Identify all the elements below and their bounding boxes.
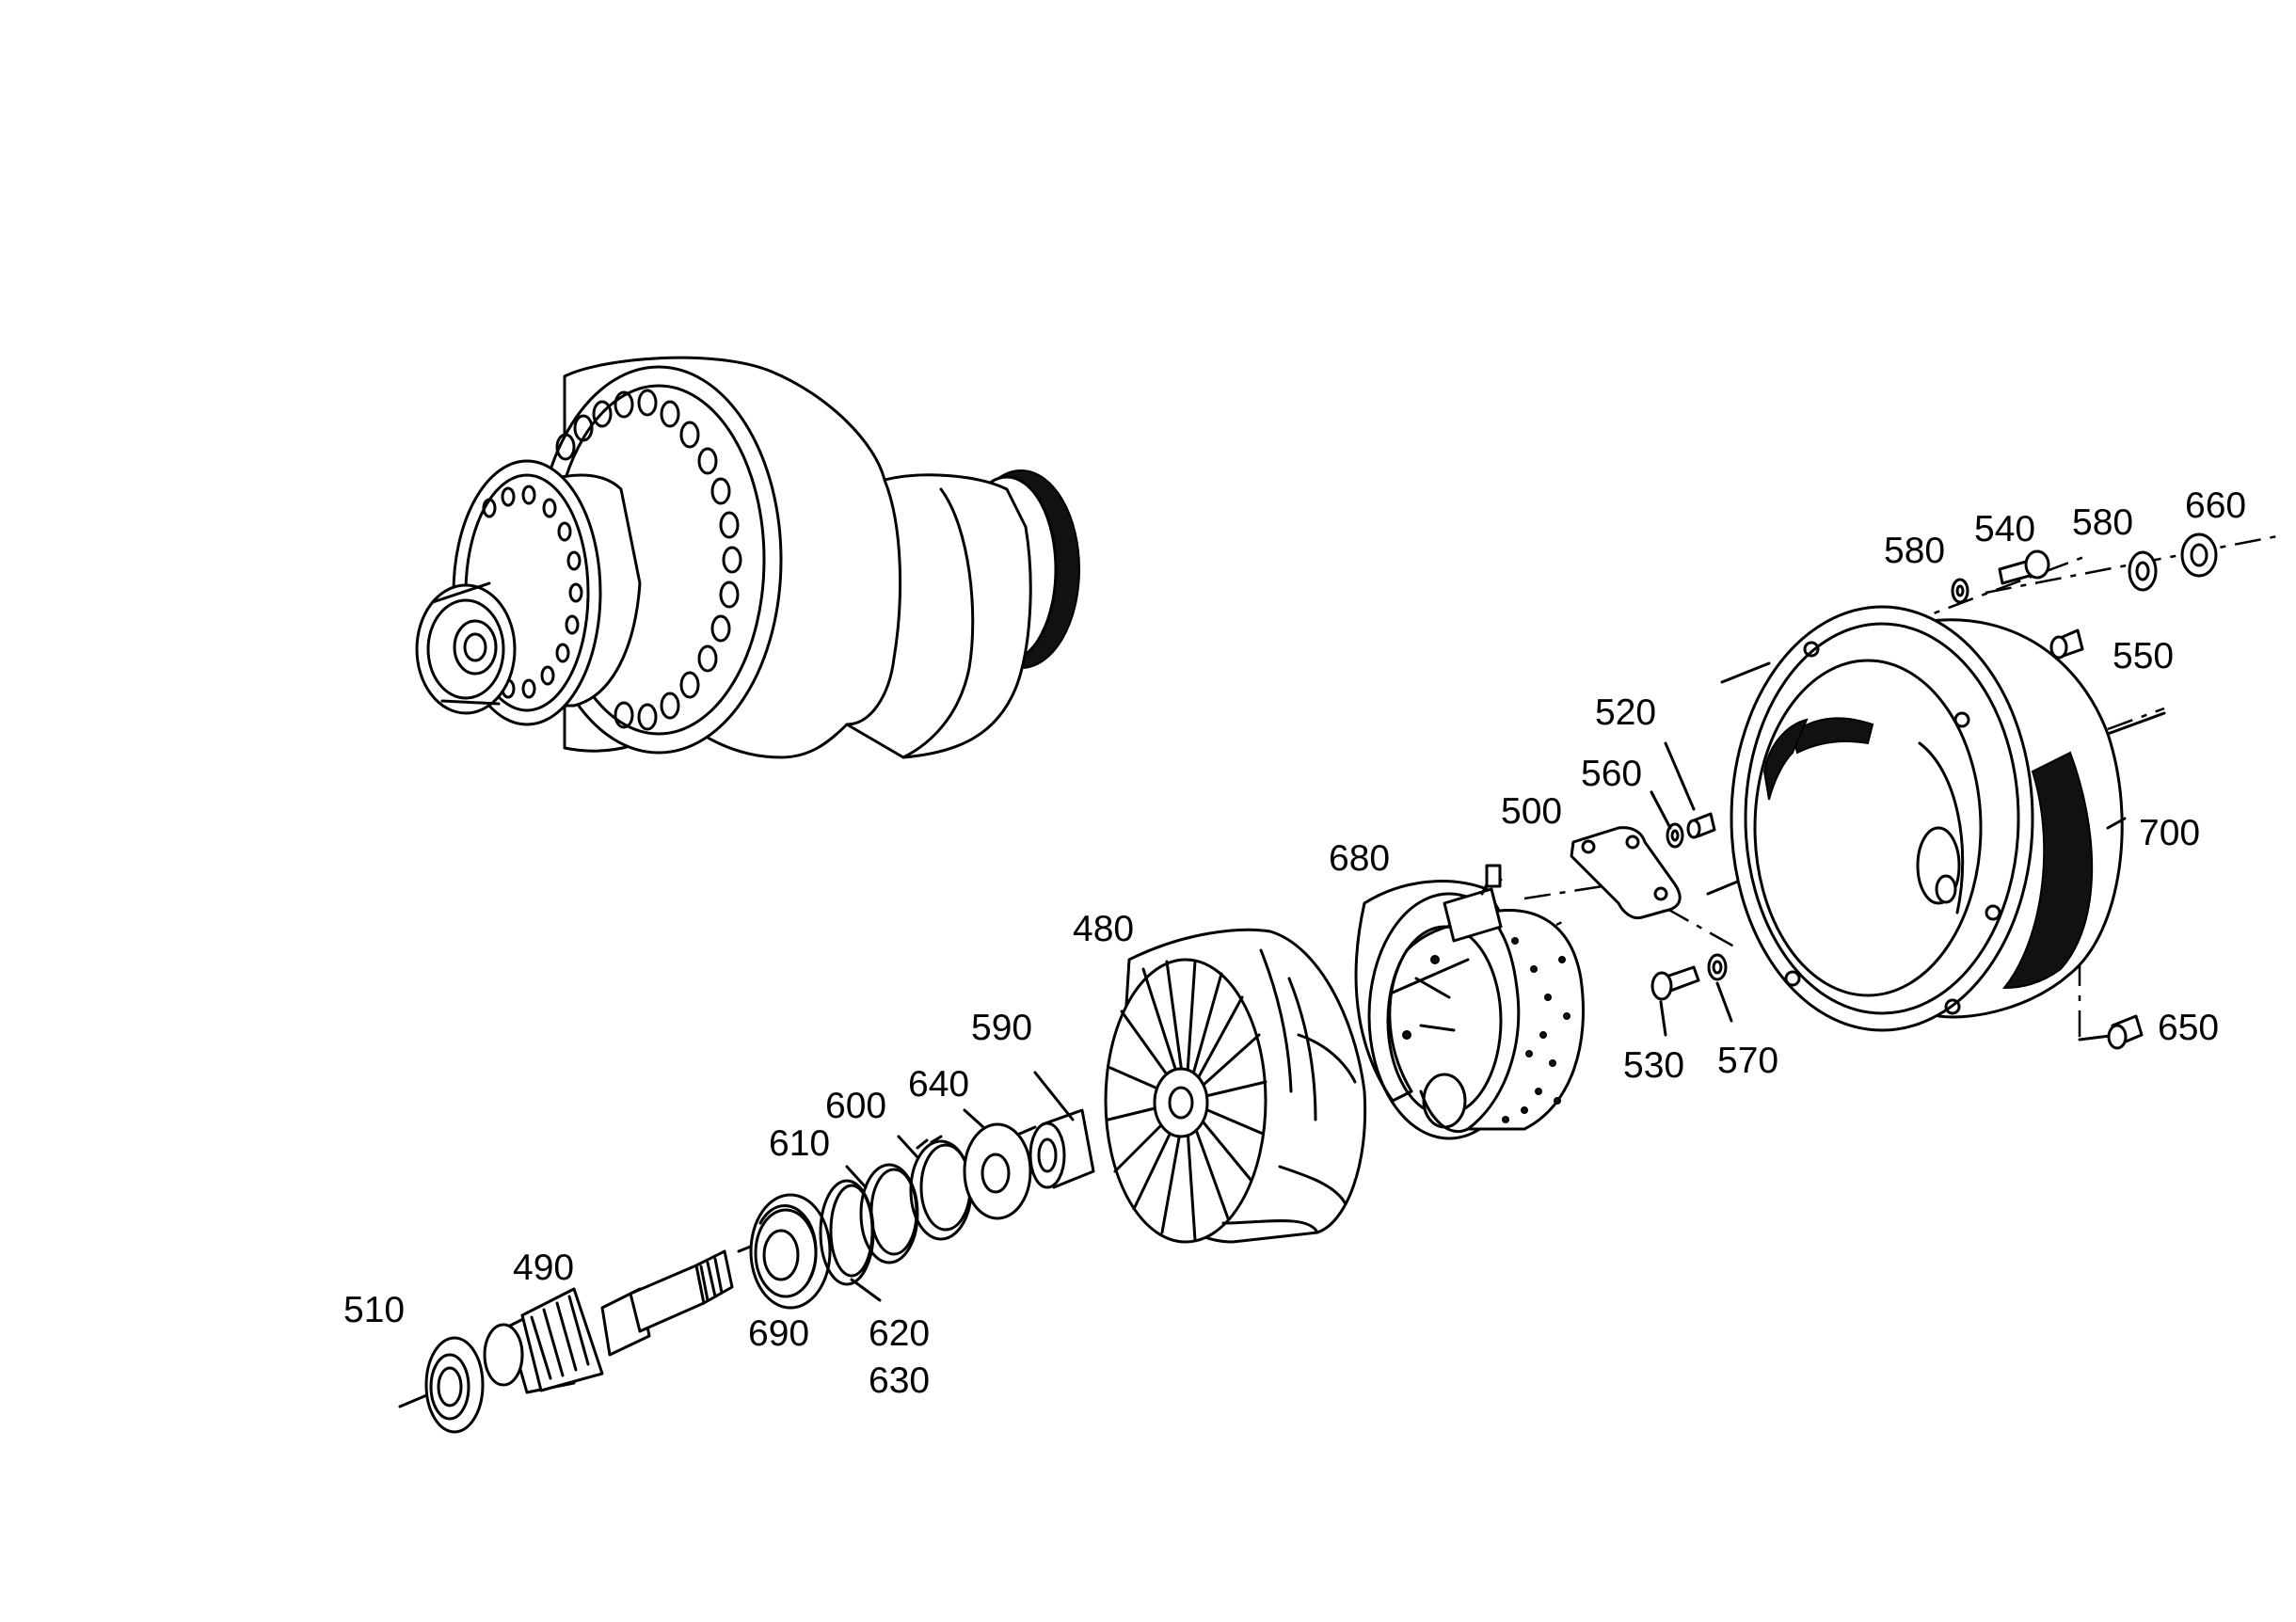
label-650: 650 <box>2158 1008 2219 1048</box>
label-580-right: 580 <box>2072 502 2133 543</box>
part-520-bolt <box>1686 812 1716 839</box>
leader-lines <box>845 741 2127 1302</box>
part-650-plug <box>2107 1014 2144 1050</box>
label-490: 490 <box>513 1248 574 1288</box>
label-590: 590 <box>971 1008 1032 1048</box>
label-530: 530 <box>1623 1045 1684 1086</box>
label-580-left: 580 <box>1884 531 1945 571</box>
label-560: 560 <box>1581 754 1642 794</box>
label-690: 690 <box>748 1313 809 1354</box>
assembled-axle-drawing <box>415 356 1080 759</box>
part-610-snap-ring <box>859 1163 919 1264</box>
label-480: 480 <box>1073 909 1134 949</box>
part-700-housing <box>1730 605 2124 1032</box>
label-570: 570 <box>1717 1041 1778 1081</box>
label-700: 700 <box>2139 813 2200 853</box>
part-550-plug <box>2049 628 2084 660</box>
part-680-brake-shoes <box>1354 864 1585 1140</box>
label-520: 520 <box>1595 692 1656 733</box>
hub-bolt-holes <box>482 485 583 699</box>
label-600: 600 <box>825 1086 886 1126</box>
label-660: 660 <box>2185 485 2246 526</box>
part-640-washer <box>963 1122 1032 1220</box>
part-490-pinion-shaft <box>483 1249 734 1394</box>
label-610: 610 <box>769 1123 830 1164</box>
part-580-washer-right <box>2128 550 2158 592</box>
part-690-bearing <box>749 1193 832 1310</box>
part-540-bolt <box>1998 549 2050 585</box>
part-560-washer <box>1666 822 1684 849</box>
label-640: 640 <box>908 1064 969 1105</box>
part-660-nut <box>2180 533 2218 578</box>
part-580-washer-left <box>1951 578 1969 604</box>
part-570-washer <box>1707 953 1728 981</box>
part-labels: 480 490 500 510 520 530 540 550 560 570 … <box>343 485 2246 1401</box>
label-550: 550 <box>2113 636 2174 676</box>
label-630: 630 <box>869 1360 930 1401</box>
label-620: 620 <box>869 1313 930 1354</box>
part-590-bush <box>1028 1108 1095 1189</box>
part-530-bolt <box>1650 965 1700 1001</box>
part-480-brake-drum <box>1104 928 1367 1244</box>
part-600-circlip <box>909 1135 973 1241</box>
label-510: 510 <box>343 1290 405 1330</box>
label-540: 540 <box>1974 509 2035 549</box>
part-510-bearing <box>424 1336 485 1434</box>
part-500-bracket <box>1570 826 1682 920</box>
shoe-lining-texture <box>1502 937 1571 1123</box>
flange-bolt-holes <box>555 389 742 731</box>
label-500: 500 <box>1501 791 1562 832</box>
label-680: 680 <box>1329 838 1390 879</box>
